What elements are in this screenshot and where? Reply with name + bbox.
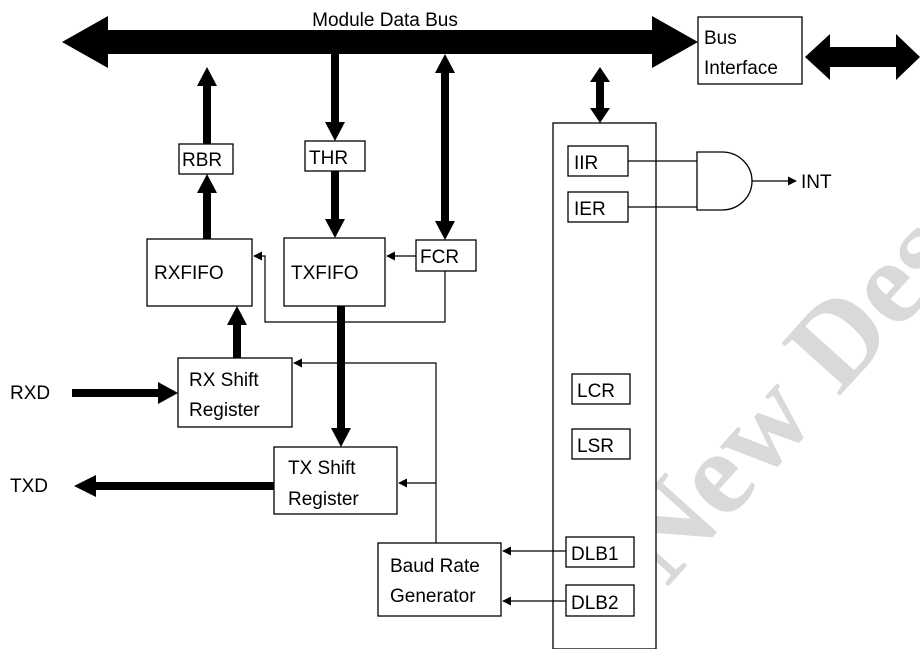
dlb2-label: DLB2 (571, 593, 619, 614)
bus-fcr-arrow (435, 54, 455, 240)
rxfifo-to-rbr-arrow (197, 174, 217, 239)
fcr-label: FCR (420, 247, 459, 268)
lcr-register (571, 373, 631, 405)
external-bus-arrow (805, 34, 920, 80)
panel-bus-arrow (590, 67, 610, 123)
txd-label: TXD (10, 476, 48, 497)
tx-shift-line2: Register (288, 489, 359, 510)
thr-label: THR (309, 148, 348, 169)
rbr-label: RBR (182, 150, 222, 171)
baud-line2: Generator (390, 586, 476, 607)
tx-shift-register (273, 446, 398, 515)
rx-shift-line2: Register (189, 400, 260, 421)
bus-to-thr-arrow (325, 54, 345, 141)
rbr-to-bus-arrow (197, 67, 217, 144)
iir-label: IIR (574, 153, 598, 174)
fcr-to-rxfifo-wire (253, 251, 446, 323)
bus-interface-line2: Interface (704, 58, 778, 79)
rxd-label: RXD (10, 383, 50, 404)
rxfifo-label: RXFIFO (154, 263, 224, 284)
txfifo-box (283, 237, 386, 307)
ier-label: IER (574, 199, 606, 220)
baud-line1: Baud Rate (390, 556, 480, 577)
iir-register (567, 145, 629, 177)
int-label: INT (801, 172, 832, 193)
and-gate (696, 151, 753, 211)
lsr-label: LSR (577, 436, 614, 457)
tx-shift-line1: TX Shift (288, 458, 356, 479)
rx-shift-line1: RX Shift (189, 370, 259, 391)
ier-register (567, 191, 629, 223)
module-data-bus-label: Module Data Bus (312, 10, 458, 31)
module-data-bus (62, 16, 698, 68)
bus-interface-line1: Bus (704, 28, 737, 49)
txd-output-arrow (74, 475, 274, 497)
baud-rate-generator (377, 542, 502, 617)
txfifo-label: TXFIFO (291, 263, 359, 284)
lsr-register (571, 428, 631, 460)
bus-interface-box (697, 16, 803, 85)
rxd-input-arrow (72, 382, 178, 404)
rxshift-to-rxfifo-arrow (227, 306, 247, 358)
lcr-label: LCR (577, 381, 615, 402)
txfifo-to-txshift-arrow (331, 306, 351, 447)
dlb1-register (565, 536, 635, 568)
thr-to-txfifo-arrow (325, 171, 345, 238)
rxfifo-box (146, 238, 253, 307)
dlb1-label: DLB1 (571, 544, 619, 565)
